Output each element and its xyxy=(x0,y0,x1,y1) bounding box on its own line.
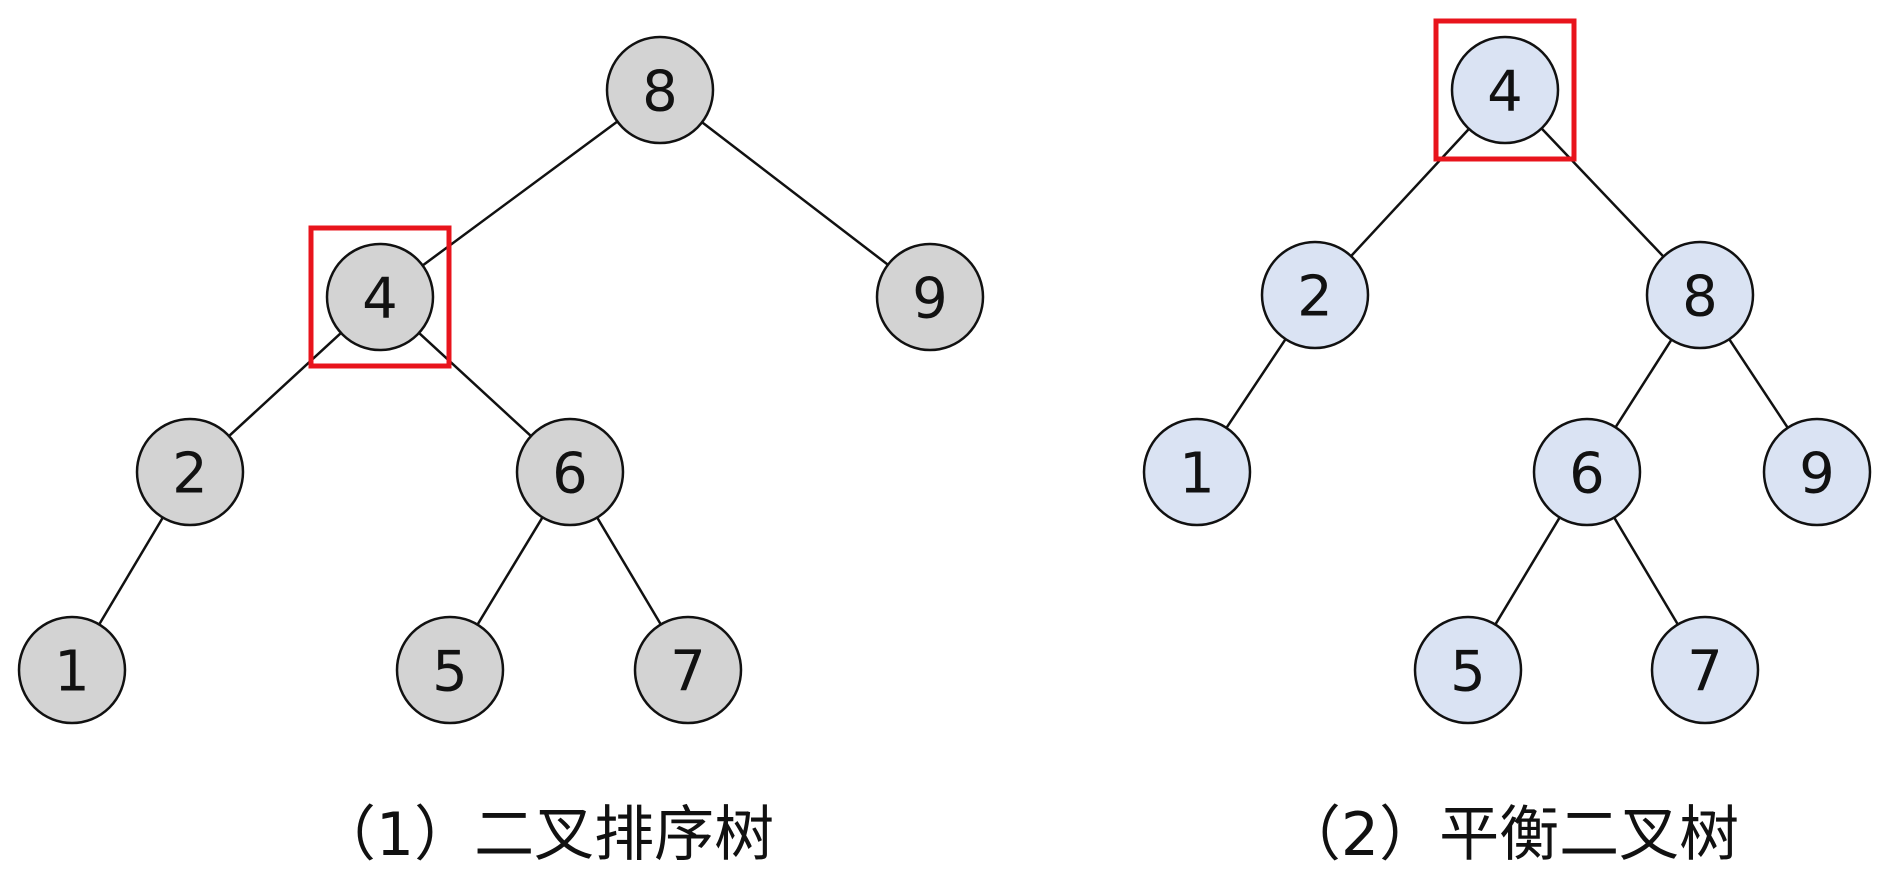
node-label: 5 xyxy=(432,640,468,705)
node-circle xyxy=(1532,417,1642,527)
node-circle xyxy=(1645,240,1755,350)
edge-6-7 xyxy=(1613,516,1679,626)
node-9: 9 xyxy=(1762,417,1872,527)
node-label: 4 xyxy=(1487,60,1523,125)
node-4: 4 xyxy=(325,242,435,352)
node-4: 4 xyxy=(1450,35,1560,145)
edge-6-7 xyxy=(596,516,662,626)
node-label: 9 xyxy=(1799,442,1835,507)
node-circle xyxy=(605,35,715,145)
edge-4-2 xyxy=(1350,128,1470,257)
node-circle xyxy=(1413,615,1523,725)
edge-2-1 xyxy=(1225,338,1287,429)
node-label: 4 xyxy=(362,267,398,332)
highlight-box xyxy=(308,225,452,369)
edge-8-4 xyxy=(421,120,619,267)
node-circle xyxy=(1260,240,1370,350)
node-circle xyxy=(395,615,505,725)
node-2: 2 xyxy=(1260,240,1370,350)
node-circle xyxy=(1450,35,1560,145)
edge-8-9 xyxy=(701,121,889,266)
node-circle xyxy=(515,417,625,527)
node-label: 1 xyxy=(1179,442,1215,507)
node-label: 7 xyxy=(670,640,706,705)
caption-balanced-binary-tree: （2）平衡二叉树 xyxy=(1280,800,1740,870)
node-1: 1 xyxy=(1142,417,1252,527)
node-label: 2 xyxy=(172,442,208,507)
node-2: 2 xyxy=(135,417,245,527)
node-circle xyxy=(1762,417,1872,527)
node-label: 8 xyxy=(642,60,678,125)
node-label: 8 xyxy=(1682,265,1718,330)
node-circle xyxy=(1142,417,1252,527)
node-label: 9 xyxy=(912,267,948,332)
edge-8-9 xyxy=(1728,338,1789,429)
caption-binary-sort-tree: （1）二叉排序树 xyxy=(315,800,775,870)
node-5: 5 xyxy=(1413,615,1523,725)
node-label: 6 xyxy=(1569,442,1605,507)
node-circle xyxy=(1650,615,1760,725)
node-label: 6 xyxy=(552,442,588,507)
node-6: 6 xyxy=(515,417,625,527)
node-circle xyxy=(135,417,245,527)
edge-4-6 xyxy=(418,331,532,438)
edge-6-5 xyxy=(1494,516,1561,626)
node-circle xyxy=(17,615,127,725)
node-label: 7 xyxy=(1687,640,1723,705)
node-9: 9 xyxy=(875,242,985,352)
edge-2-1 xyxy=(98,516,164,626)
edge-6-5 xyxy=(476,516,544,626)
highlight-box xyxy=(1433,18,1577,162)
node-5: 5 xyxy=(395,615,505,725)
node-6: 6 xyxy=(1532,417,1642,527)
node-8: 8 xyxy=(1645,240,1755,350)
node-7: 7 xyxy=(633,615,743,725)
edge-4-8 xyxy=(1540,127,1665,258)
balanced-binary-tree: 4 2 8 1 6 9 5 7 xyxy=(1142,18,1872,725)
node-circle xyxy=(875,242,985,352)
binary-sort-tree: 8 4 9 2 6 1 5 7 xyxy=(17,35,985,725)
node-circle xyxy=(633,615,743,725)
node-circle xyxy=(325,242,435,352)
node-label: 1 xyxy=(54,640,90,705)
edge-4-2 xyxy=(228,331,342,438)
node-label: 2 xyxy=(1297,265,1333,330)
node-1: 1 xyxy=(17,615,127,725)
edge-8-6 xyxy=(1614,338,1673,429)
node-8: 8 xyxy=(605,35,715,145)
node-label: 5 xyxy=(1450,640,1486,705)
node-7: 7 xyxy=(1650,615,1760,725)
